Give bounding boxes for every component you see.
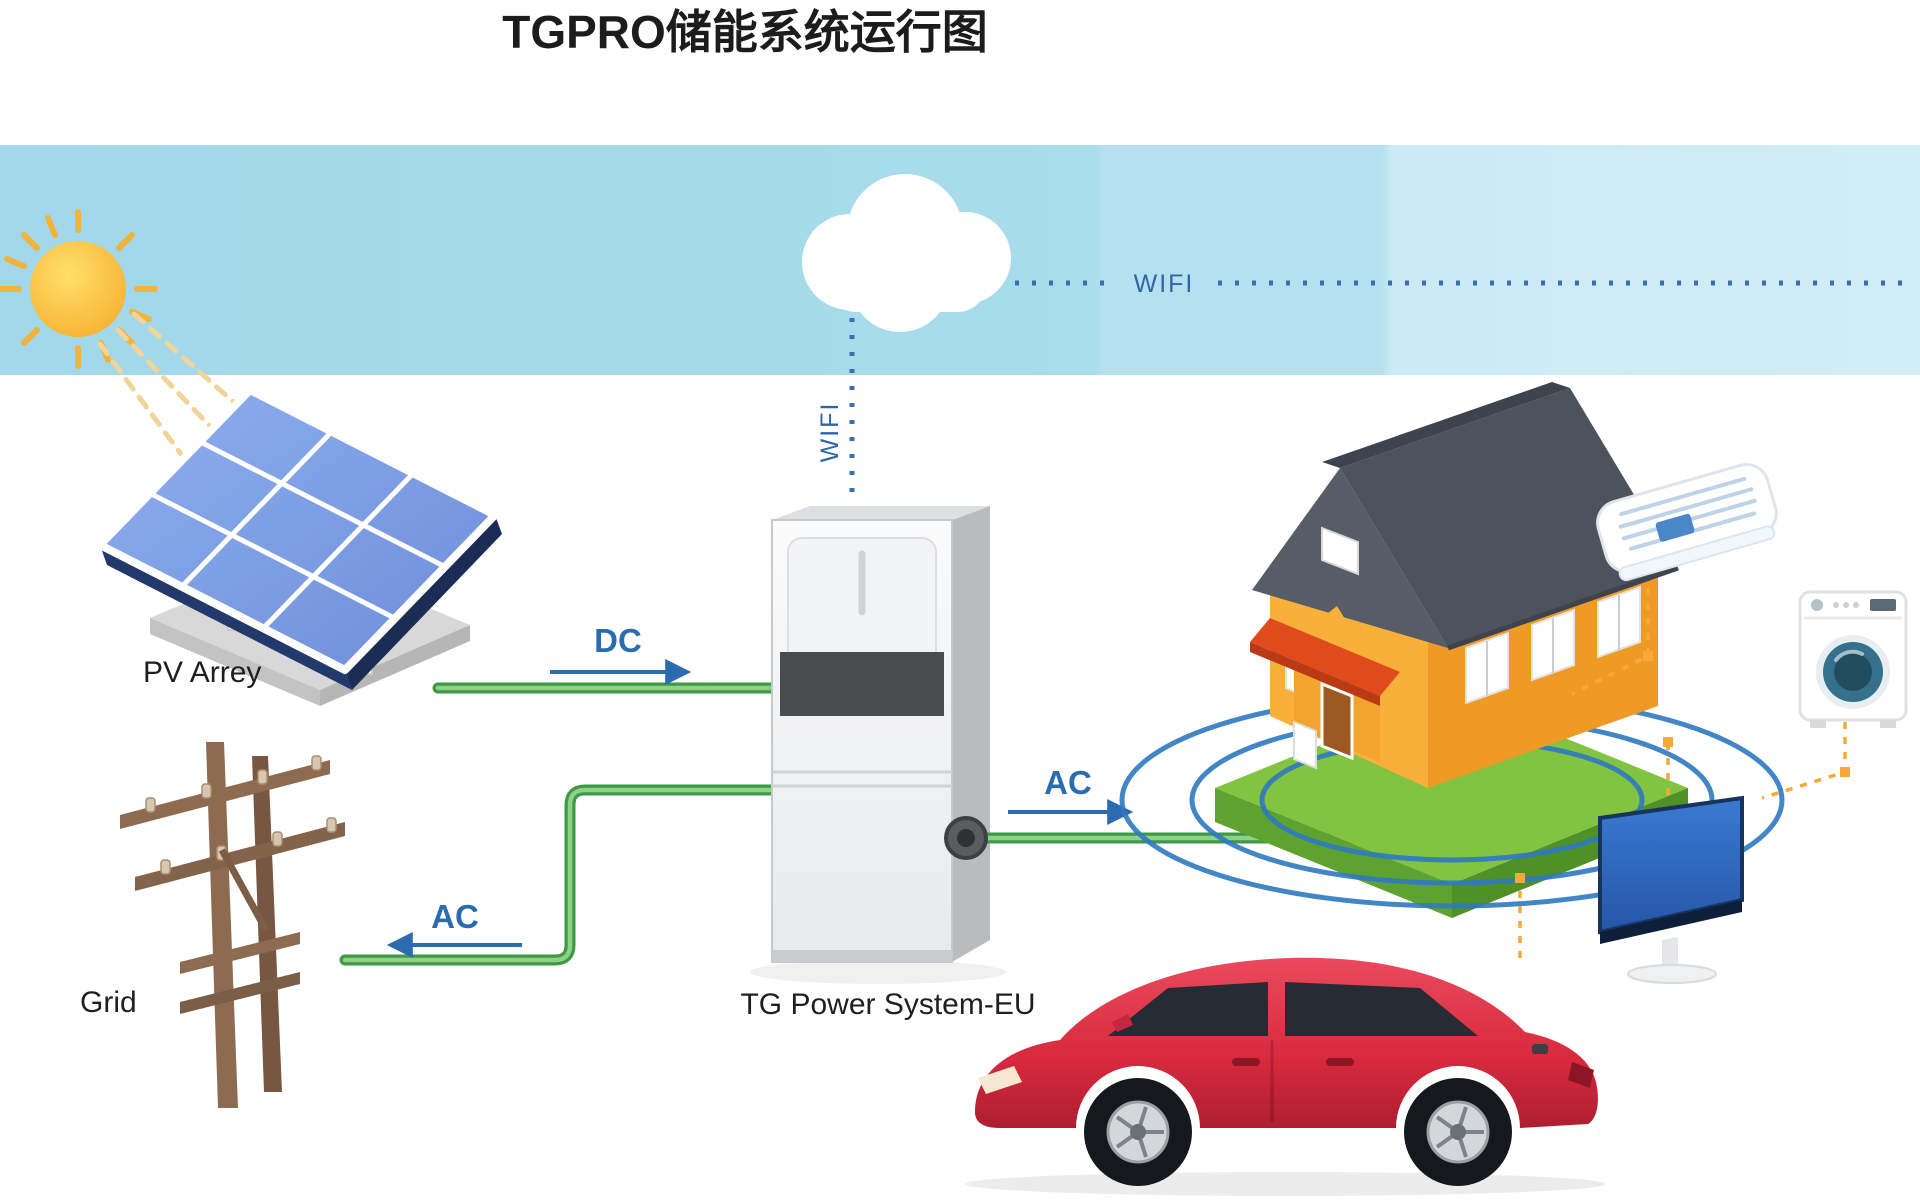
ac-house-label: AC	[1044, 764, 1092, 801]
wifi-vertical-link: WIFI	[816, 318, 855, 502]
ac-grid-flow-label: AC	[386, 898, 522, 958]
wifi-down-label: WIFI	[816, 402, 844, 463]
ac-grid-label: AC	[431, 898, 479, 935]
house-icon	[1250, 382, 1679, 788]
battery-inverter-icon	[750, 506, 1006, 984]
cloud-icon	[802, 174, 1011, 332]
utility-pole-icon	[120, 742, 345, 1108]
dc-flow-label: DC	[550, 622, 692, 685]
wifi-horizontal-link: WIFI	[1015, 270, 1908, 298]
tv-icon	[1598, 795, 1744, 984]
wifi-top-label: WIFI	[1134, 270, 1195, 298]
rear-wheel	[1404, 1078, 1512, 1186]
appliance-link-nodes	[1515, 651, 1850, 883]
electric-car-icon	[965, 957, 1605, 1196]
pv-array-label: PV Arrey	[143, 656, 261, 689]
wire-ac-system-to-grid	[339, 784, 796, 966]
front-wheel	[1084, 1078, 1192, 1186]
washing-machine-icon	[1798, 590, 1908, 728]
grid-label: Grid	[80, 986, 137, 1019]
ac-output-port	[944, 816, 988, 860]
page-title: TGPRO储能系统运行图	[502, 6, 988, 58]
power-system-label: TG Power System-EU	[740, 988, 1035, 1021]
air-conditioner-icon	[1596, 463, 1778, 582]
ac-house-flow-label: AC	[1008, 764, 1134, 825]
solar-panel-icon	[96, 386, 502, 706]
dc-label: DC	[594, 622, 642, 659]
